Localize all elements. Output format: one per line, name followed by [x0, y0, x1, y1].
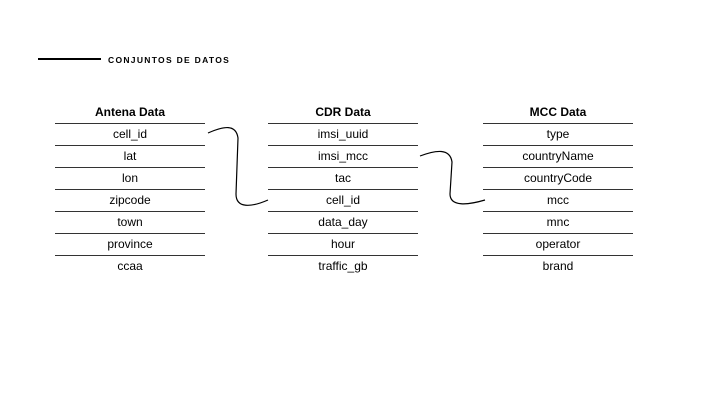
- table-row: data_day: [268, 212, 418, 234]
- table-row: imsi_mcc: [268, 146, 418, 168]
- table-title: CDR Data: [268, 102, 418, 124]
- table-row: town: [55, 212, 205, 234]
- table-row: operator: [483, 234, 633, 256]
- table-row: imsi_uuid: [268, 124, 418, 146]
- table-row: brand: [542, 259, 574, 273]
- table-row: mcc: [483, 190, 633, 212]
- table-row: ccaa: [117, 259, 143, 273]
- table-row: cell_id: [268, 190, 418, 212]
- section-title: CONJUNTOS DE DATOS: [108, 55, 231, 65]
- table-row: traffic_gb: [318, 259, 368, 273]
- table-row: lat: [55, 146, 205, 168]
- table-row: cell_id: [55, 124, 205, 146]
- table-row: lon: [55, 168, 205, 190]
- table-row: tac: [268, 168, 418, 190]
- table-title: Antena Data: [55, 102, 205, 124]
- table-row: countryCode: [483, 168, 633, 190]
- table-title: MCC Data: [483, 102, 633, 124]
- table-row: zipcode: [55, 190, 205, 212]
- table-row: mnc: [483, 212, 633, 234]
- table-row: province: [55, 234, 205, 256]
- section-rule: [38, 58, 101, 60]
- connector-cell-id-link: [207, 127, 269, 206]
- table-row: hour: [268, 234, 418, 256]
- connector-mcc-link: [419, 150, 486, 205]
- table-row: type: [483, 124, 633, 146]
- table-mcc-data: MCC Data type countryName countryCode mc…: [483, 102, 633, 278]
- table-cdr-data: CDR Data imsi_uuid imsi_mcc tac cell_id …: [268, 102, 418, 278]
- table-row: countryName: [483, 146, 633, 168]
- table-antena-data: Antena Data cell_id lat lon zipcode town…: [55, 102, 205, 278]
